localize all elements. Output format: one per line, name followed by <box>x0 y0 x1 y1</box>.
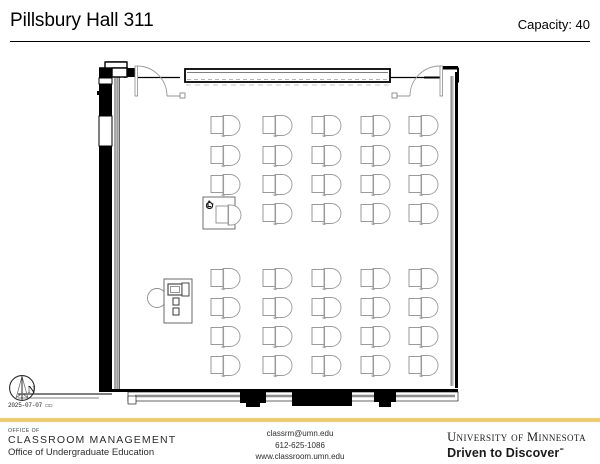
seat[interactable] <box>311 203 342 226</box>
footer-divider <box>0 418 600 422</box>
seat[interactable] <box>360 115 391 138</box>
header-divider <box>10 41 590 42</box>
page-title: Pillsbury Hall 311 <box>10 10 154 31</box>
contact-block: classrm@umn.edu 612-625-1086 www.classro… <box>0 428 600 463</box>
contact-email[interactable]: classrm@umn.edu <box>266 429 334 438</box>
wheelchair-icon <box>205 200 214 210</box>
seat[interactable] <box>262 203 293 226</box>
seat[interactable] <box>262 268 293 291</box>
seat[interactable] <box>311 355 342 378</box>
ocm-subtitle: Office of Undergraduate Education <box>8 446 155 458</box>
date-stamp: 2025-07-07 ☐☐ <box>8 402 53 409</box>
seat[interactable] <box>311 115 342 138</box>
capacity-label: Capacity: 40 <box>517 17 590 32</box>
accessible-seating-station[interactable] <box>202 196 242 230</box>
seat[interactable] <box>360 203 391 226</box>
seat[interactable] <box>262 297 293 320</box>
window-wall-left <box>97 61 128 392</box>
ocm-title: CLASSROOM MANAGEMENT <box>8 433 177 446</box>
instructor-station[interactable] <box>147 278 193 324</box>
seat[interactable] <box>210 145 241 168</box>
seat[interactable] <box>408 326 439 349</box>
seat[interactable] <box>360 268 391 291</box>
seat[interactable] <box>210 174 241 197</box>
seat[interactable] <box>408 115 439 138</box>
door-top-left[interactable] <box>134 65 186 99</box>
seat[interactable] <box>311 297 342 320</box>
contact-website[interactable]: www.classroom.umn.edu <box>255 452 345 462</box>
seat[interactable] <box>360 174 391 197</box>
ocm-office-of: OFFICE OF <box>8 428 40 434</box>
seat[interactable] <box>408 355 439 378</box>
seat[interactable] <box>311 268 342 291</box>
seat[interactable] <box>408 268 439 291</box>
north-arrow-icon: N <box>9 375 36 401</box>
north-letter: N <box>28 384 36 396</box>
seat[interactable] <box>262 115 293 138</box>
seat[interactable] <box>210 355 241 378</box>
seat[interactable] <box>262 326 293 349</box>
seat[interactable] <box>262 145 293 168</box>
seat[interactable] <box>311 174 342 197</box>
ocm-logo-block: OFFICE OF CLASSROOM MANAGEMENT Office of… <box>8 428 177 458</box>
seat[interactable] <box>360 297 391 320</box>
umn-wordmark: University of Minnesota <box>447 430 586 444</box>
room-shell <box>18 61 459 407</box>
floor-plan <box>0 46 600 418</box>
marker-board <box>184 68 391 86</box>
seat[interactable] <box>262 174 293 197</box>
page-header: Pillsbury Hall 311 Capacity: 40 <box>0 0 600 46</box>
seat[interactable] <box>210 297 241 320</box>
seat[interactable] <box>311 145 342 168</box>
seat[interactable] <box>360 326 391 349</box>
seat[interactable] <box>360 145 391 168</box>
seat[interactable] <box>360 355 391 378</box>
wall-bottom <box>112 389 459 407</box>
seat[interactable] <box>408 145 439 168</box>
seat[interactable] <box>210 268 241 291</box>
seat[interactable] <box>210 326 241 349</box>
compass-block: N 2025-07-07 ☐☐ <box>6 374 76 416</box>
door-top-right[interactable] <box>391 65 443 99</box>
seat[interactable] <box>408 203 439 226</box>
seat[interactable] <box>262 355 293 378</box>
contact-phone: 612-625-1086 <box>275 440 325 450</box>
umn-tagline: Driven to Discover℠ <box>447 446 565 460</box>
umn-brand-block: University of Minnesota Driven to Discov… <box>447 430 586 460</box>
service-mark: ℠ <box>559 447 565 454</box>
page-footer: OFFICE OF CLASSROOM MANAGEMENT Office of… <box>0 418 600 464</box>
seat[interactable] <box>408 297 439 320</box>
wall-right <box>440 66 458 388</box>
seat[interactable] <box>210 115 241 138</box>
seat[interactable] <box>311 326 342 349</box>
seat[interactable] <box>408 174 439 197</box>
